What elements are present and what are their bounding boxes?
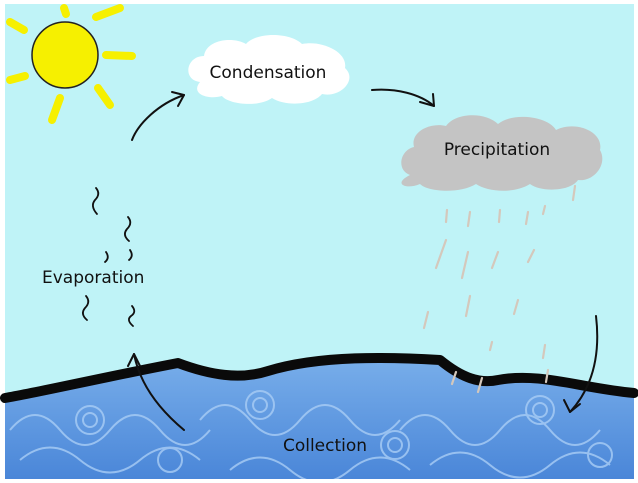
raindrop [497, 208, 502, 224]
rain-cloud-icon [401, 115, 603, 191]
vapor-squiggle [128, 249, 133, 261]
evaporation-label: Evaporation [42, 268, 144, 288]
water-body [5, 357, 634, 479]
arrow-icon [131, 91, 185, 141]
raindrop [464, 294, 472, 318]
raindrop [444, 208, 449, 224]
vapor-squiggle [92, 187, 100, 215]
raindrop [460, 250, 470, 280]
raindrop [434, 238, 448, 270]
raindrop [450, 370, 458, 386]
raindrop [524, 210, 530, 226]
vapor-squiggle [128, 305, 136, 327]
raindrop [541, 343, 547, 360]
vapor-squiggles [82, 187, 136, 327]
condensation-label: Condensation [210, 63, 327, 83]
arrow-icon [563, 315, 599, 413]
raindrop [541, 204, 547, 216]
raindrop [488, 340, 494, 352]
arrow-icon [371, 88, 435, 107]
raindrop [466, 210, 472, 228]
vapor-squiggle [124, 216, 132, 242]
sun-icon [6, 4, 136, 124]
cloud-icon [188, 35, 350, 104]
vapor-squiggle [82, 295, 90, 321]
raindrop [544, 368, 550, 384]
arrows [127, 88, 599, 431]
raindrop [526, 248, 536, 264]
ground-line [0, 352, 638, 403]
raindrop [490, 250, 500, 270]
collection-label: Collection [283, 436, 367, 456]
raindrop [476, 376, 484, 394]
arrow-icon [127, 353, 185, 431]
vapor-squiggle [104, 251, 109, 263]
raindrop [512, 298, 520, 316]
precipitation-label: Precipitation [444, 140, 550, 160]
raindrop [422, 310, 430, 330]
rain-drops [422, 184, 577, 394]
raindrop [571, 184, 577, 202]
